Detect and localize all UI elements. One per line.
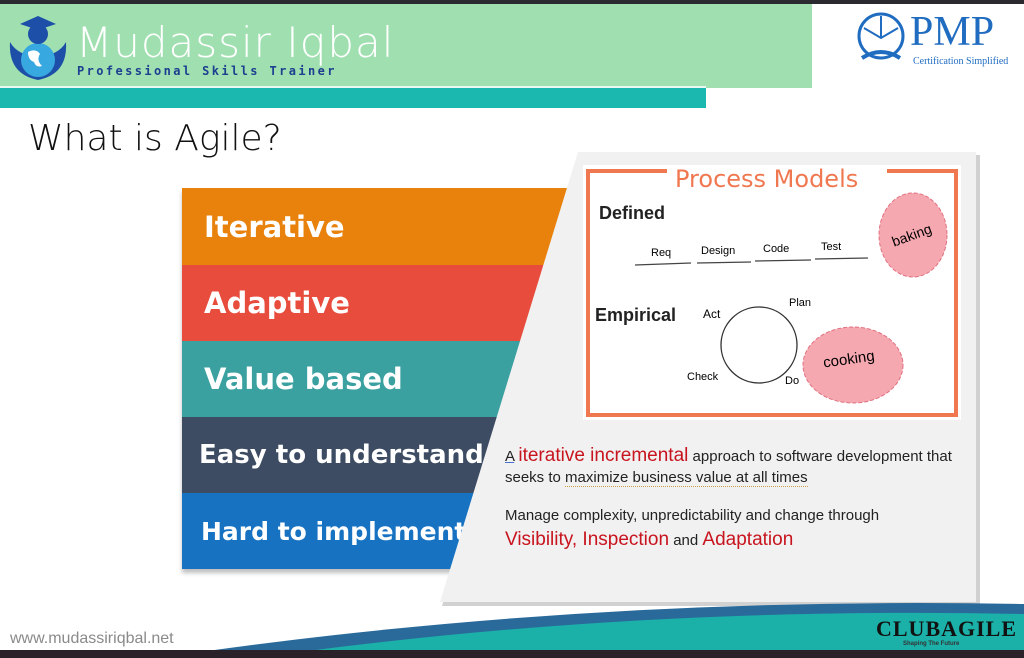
pillars-and: and: [669, 532, 703, 549]
diagram-title: Process Models: [675, 165, 859, 193]
clubagile-logo: CLUBAGILE: [876, 616, 1018, 641]
pmp-logo-icon: [857, 12, 905, 60]
cycle-plan: Plan: [789, 297, 812, 309]
website-link[interactable]: www.mudassiriqbal.net: [10, 630, 174, 647]
footer-wave: [200, 603, 1024, 652]
step-test: Test: [821, 241, 842, 253]
step-code: Code: [763, 243, 790, 255]
bottom-bar: [0, 650, 1024, 658]
bar-value-based: Value based: [182, 341, 582, 417]
pmp-logo-title: PMP: [910, 9, 995, 55]
visibility-inspection: Visibility, Inspection: [505, 529, 670, 550]
definition-text: approach to software development that se…: [505, 448, 952, 486]
agile-pillars: Manage complexity, unpredictability and …: [505, 504, 965, 553]
header-teal-band: [0, 86, 706, 108]
pmp-logo-subtitle: Certification Simplified: [913, 56, 1009, 67]
pillars-intro: Manage complexity, unpredictability and …: [505, 507, 880, 524]
cycle-check: Check: [687, 371, 719, 383]
diagram-defined: Defined: [599, 203, 666, 223]
text-a: A: [505, 448, 515, 465]
brand-name: Mudassir Iqbal: [76, 18, 395, 67]
brand-tagline: Professional Skills Trainer: [77, 64, 337, 78]
cycle-do: Do: [785, 375, 800, 387]
process-models-diagram: Process Models Defined Req Design Code T…: [583, 165, 961, 420]
slide-title: What is Agile?: [28, 118, 282, 159]
cycle-act: Act: [703, 307, 721, 321]
diagram-empirical: Empirical: [595, 305, 677, 325]
adaptation: Adaptation: [702, 529, 794, 550]
iterative-incremental-highlight: iterative incremental: [518, 445, 689, 466]
top-bar: [0, 0, 1024, 4]
agile-definition: A iterative incremental approach to soft…: [505, 445, 965, 488]
step-req: Req: [651, 247, 672, 259]
header-banner: [0, 4, 812, 88]
definition-dotted-text: maximize business value at all times: [565, 469, 808, 487]
bar-adaptive: Adaptive: [182, 265, 582, 341]
step-design: Design: [701, 245, 736, 257]
graduate-globe-logo-icon: [9, 16, 67, 80]
clubagile-tagline: Shaping The Future: [903, 641, 960, 647]
bar-iterative: Iterative: [182, 188, 582, 265]
